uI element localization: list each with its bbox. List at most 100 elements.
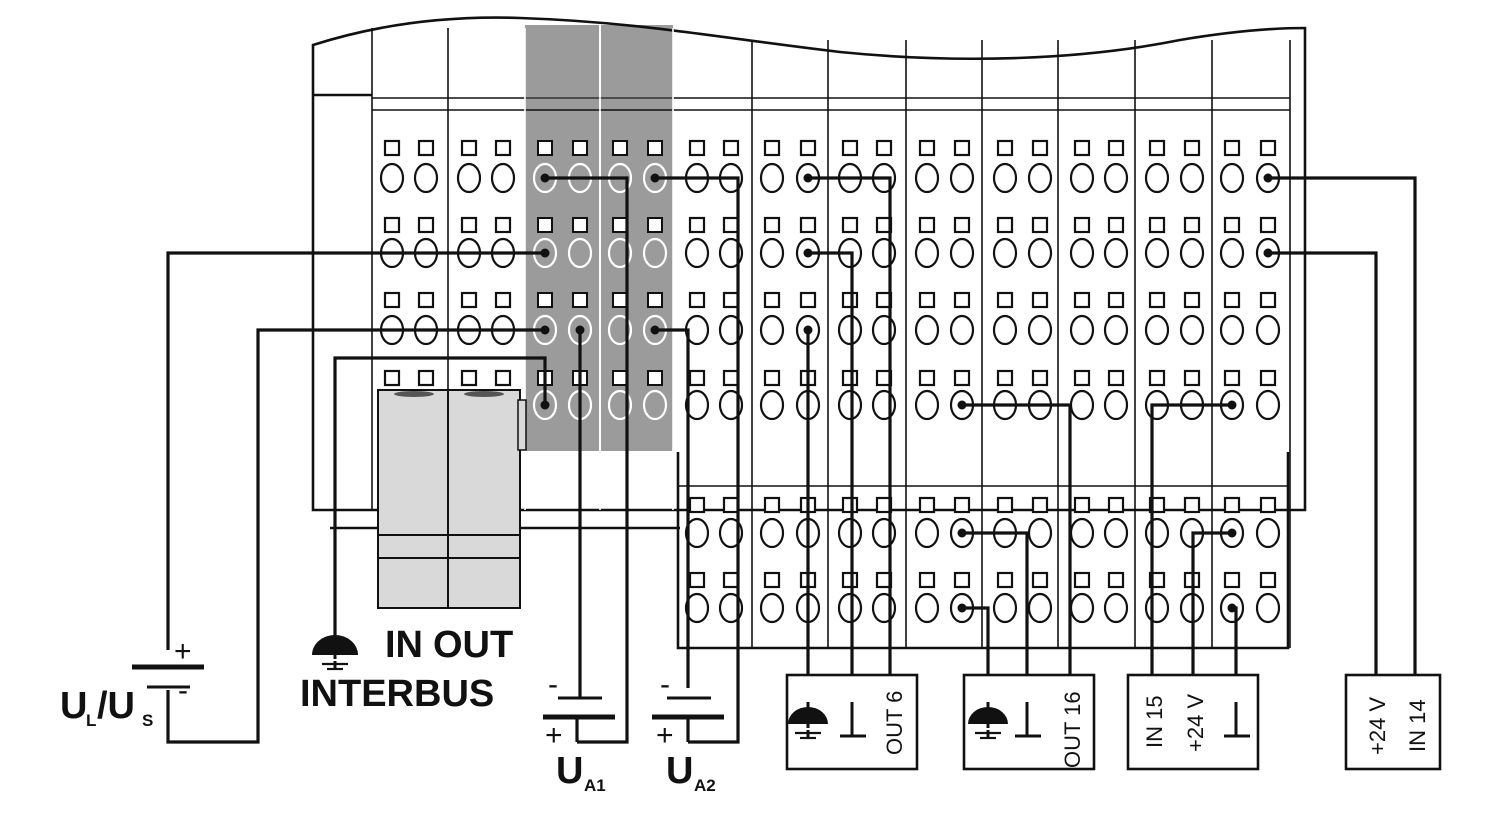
terminal-point [914, 314, 940, 346]
wire-ul-plus [166, 251, 545, 650]
ua1-plus: + [545, 719, 563, 752]
box-in14-label: IN 14 [1405, 699, 1430, 752]
reference-icon [1224, 702, 1250, 738]
terminal-release [1031, 291, 1049, 309]
ground-icon [968, 702, 1008, 740]
ul-plus: + [174, 635, 192, 668]
terminal-release [918, 496, 936, 514]
ua2-minus: - [660, 668, 670, 701]
terminal-release [537, 217, 553, 233]
housing-outline [311, 16, 1307, 512]
ua1-sub: A1 [584, 776, 606, 795]
terminal-point [1069, 162, 1095, 194]
terminal-point [1027, 517, 1053, 549]
ua2-label: U [666, 750, 693, 792]
terminal-release [1148, 291, 1166, 309]
interbus-connector [377, 389, 527, 609]
terminal-point [490, 162, 516, 194]
terminal-release [1107, 139, 1125, 157]
wire-out16-ref [962, 531, 1029, 675]
box-in15: IN 15 +24 V [1126, 673, 1260, 771]
terminal-point [1179, 314, 1205, 346]
ua2-plus: + [656, 719, 674, 752]
terminal-release [572, 217, 588, 233]
ua1-label: U [556, 750, 583, 792]
terminal-point [992, 314, 1018, 346]
box-in14: +24 V IN 14 [1344, 673, 1442, 771]
terminal-point [759, 592, 785, 624]
ul-label: U [60, 685, 87, 727]
terminal-point [684, 237, 710, 269]
terminal-release [1107, 571, 1125, 589]
terminal-point [871, 389, 897, 421]
terminal-release [996, 369, 1014, 387]
wire-ground [333, 356, 547, 640]
terminal-release [799, 139, 817, 157]
terminal-point [1219, 162, 1245, 194]
terminal-release [647, 140, 663, 156]
wire-ua1-minus [545, 176, 629, 744]
terminal-release [722, 496, 740, 514]
terminal-release [688, 216, 706, 234]
terminal-release [953, 291, 971, 309]
terminal-point [1069, 389, 1095, 421]
terminal-point [871, 237, 897, 269]
terminal-release [763, 571, 781, 589]
terminal-point [759, 162, 785, 194]
terminal-point [871, 314, 897, 346]
terminal-point [914, 592, 940, 624]
terminal-release [1223, 369, 1241, 387]
terminal-point [1027, 592, 1053, 624]
terminal-release [996, 496, 1014, 514]
terminal-point [684, 592, 710, 624]
terminal-point [1103, 389, 1129, 421]
terminal-point [837, 517, 863, 549]
terminal-release [722, 369, 740, 387]
terminal-release [722, 139, 740, 157]
terminal-release [612, 370, 628, 386]
wire-out16-signal [962, 403, 1072, 675]
terminal-release [417, 369, 435, 387]
terminal-point [914, 517, 940, 549]
terminal-release [1148, 216, 1166, 234]
reference-icon [1015, 702, 1041, 738]
terminal-point [871, 517, 897, 549]
terminal-release [383, 216, 401, 234]
terminal-release [494, 291, 512, 309]
terminal-release [383, 291, 401, 309]
terminal-release [612, 217, 628, 233]
terminal-point [1103, 314, 1129, 346]
terminal-release [1183, 216, 1201, 234]
terminal-point [1255, 592, 1281, 624]
terminal-release [799, 291, 817, 309]
terminal-release [1031, 216, 1049, 234]
terminal-point [1069, 237, 1095, 269]
terminal-point [1027, 162, 1053, 194]
terminal-point [1255, 314, 1281, 346]
terminal-point [1179, 162, 1205, 194]
terminal-release [1031, 571, 1049, 589]
terminal-release [841, 496, 859, 514]
terminal-release [494, 369, 512, 387]
terminal-release [1073, 571, 1091, 589]
terminal-release [953, 139, 971, 157]
terminal-release [722, 571, 740, 589]
terminal-point [413, 162, 439, 194]
terminal-point [914, 237, 940, 269]
terminal-release [688, 496, 706, 514]
terminal-point [1179, 237, 1205, 269]
terminal-point [949, 237, 975, 269]
ua1-minus: - [548, 668, 558, 701]
wires [166, 176, 1417, 744]
terminal-point [1027, 314, 1053, 346]
terminal-release [799, 216, 817, 234]
terminal-point [837, 592, 863, 624]
out-label: OUT [433, 624, 513, 666]
us-sub: S [142, 711, 153, 730]
lower-block-outline [676, 452, 1290, 650]
terminal-release [1259, 496, 1277, 514]
terminal-point [949, 314, 975, 346]
terminal-release [417, 216, 435, 234]
terminal-release [841, 369, 859, 387]
terminal-release [537, 292, 553, 308]
